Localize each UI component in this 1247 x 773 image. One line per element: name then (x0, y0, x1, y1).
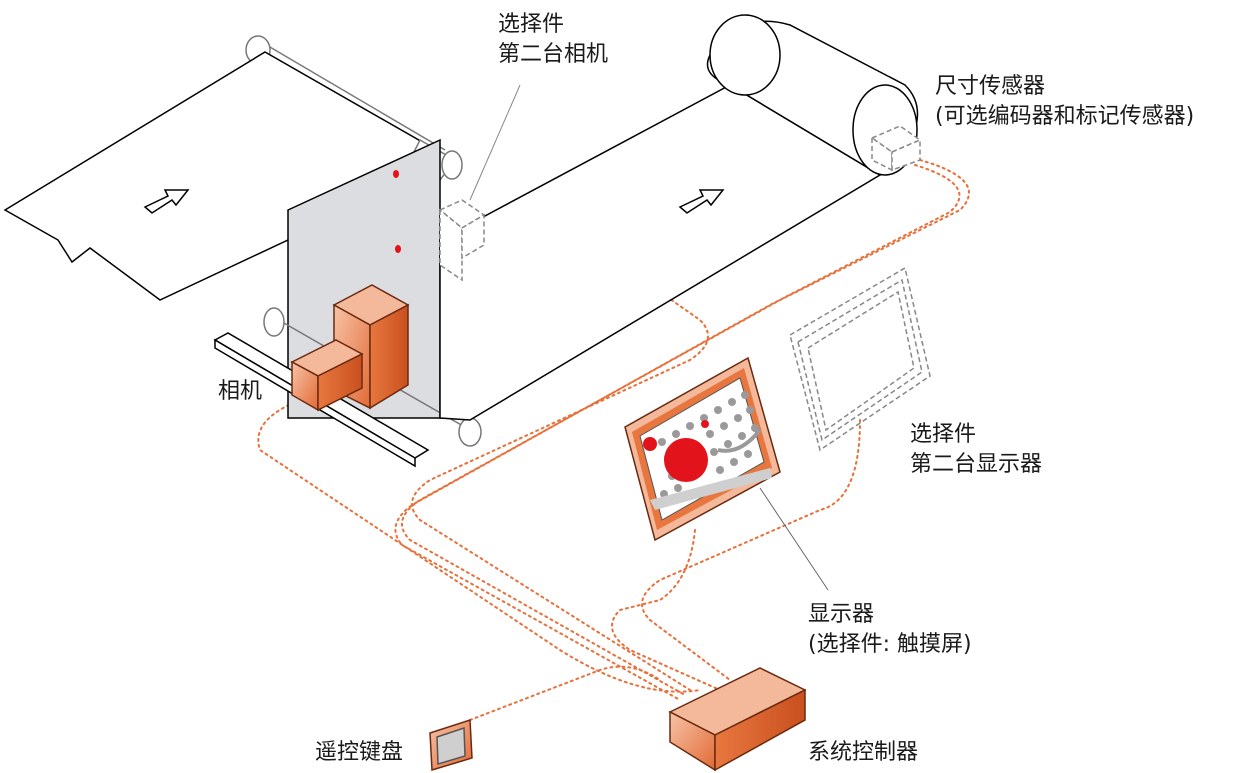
defect-marker (701, 420, 709, 428)
web-direction-arrow-icon (143, 189, 190, 214)
controller-box-icon (668, 667, 807, 772)
label-second-camera-line1: 选择件 (498, 12, 565, 37)
label-camera: 相机 (218, 377, 262, 407)
label-display-line2: (选择件: 触摸屏) (808, 632, 972, 657)
label-second-camera: 选择件 第二台相机 (498, 10, 608, 70)
leader-line (759, 487, 829, 591)
label-remote-keypad: 遥控键盘 (315, 738, 403, 768)
web-marker (393, 170, 399, 178)
label-remote-keypad-text: 遥控键盘 (315, 740, 404, 765)
web-marker (395, 245, 401, 253)
defect-marker (643, 437, 657, 451)
label-system-controller: 系统控制器 (808, 738, 918, 768)
web-right-sheet (438, 14, 922, 421)
label-camera-text: 相机 (218, 379, 263, 404)
defect-marker (664, 438, 708, 482)
camera-icon (290, 284, 410, 412)
label-size-sensor-line1: 尺寸传感器 (935, 74, 1046, 99)
roller-icon (706, 14, 919, 176)
size-sensor-icon (870, 125, 922, 172)
monitor-icon (624, 356, 829, 591)
label-system-controller-text: 系统控制器 (808, 740, 919, 765)
label-second-camera-line2: 第二台相机 (498, 42, 609, 67)
label-second-display: 选择件 第二台显示器 (910, 420, 1042, 480)
label-second-display-line1: 选择件 (910, 422, 977, 447)
web-direction-arrow-icon (678, 189, 725, 214)
second-camera-icon (438, 199, 486, 282)
label-display: 显示器 (选择件: 触摸屏) (808, 600, 972, 660)
label-size-sensor-line2: (可选编码器和标记传感器) (935, 104, 1195, 129)
keypad-icon (429, 718, 473, 771)
second-display-icon (789, 266, 931, 452)
leader-line (469, 84, 521, 201)
label-size-sensor: 尺寸传感器 (可选编码器和标记传感器) (935, 72, 1194, 132)
label-display-line1: 显示器 (808, 602, 875, 627)
label-second-display-line2: 第二台显示器 (910, 452, 1043, 477)
